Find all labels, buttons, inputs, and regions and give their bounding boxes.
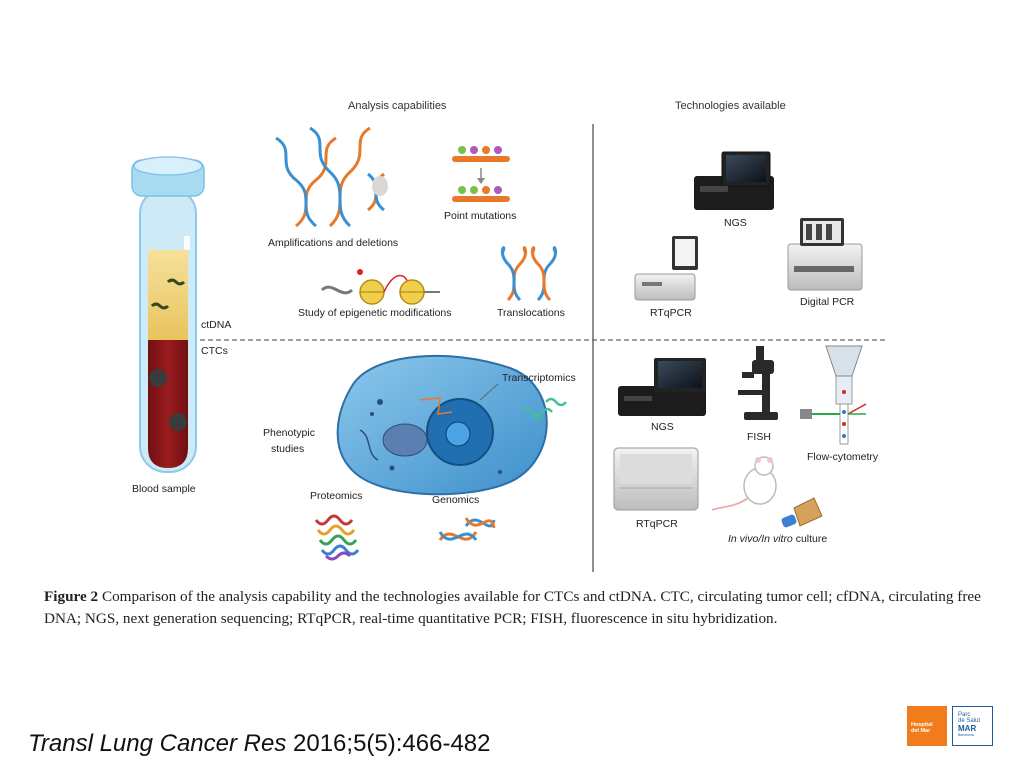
hospital-logo-line2: del Mar [911,728,931,734]
parc-de-salut-mar-logo: Parc de Salut MAR Barcelona [952,706,993,746]
dna-amplification-icon [275,126,388,228]
epigenetic-label: Study of epigenetic modifications [298,307,452,319]
tumor-cell-icon [336,354,548,496]
transcriptomics-label: Transcriptomics [502,372,576,384]
ctdna-label: ctDNA [201,319,232,331]
parc-logo-mar: MAR [958,723,977,733]
parc-logo-city: Barcelona [958,732,974,737]
translocations-label: Translocations [497,307,565,319]
rna-icon [521,397,567,421]
figure-label: Figure 2 [44,588,99,605]
dna-genomics-icon [438,517,496,541]
studies-label: studies [271,443,305,455]
culture-label: In vivo/In vitro culture [728,533,827,545]
citation: Transl Lung Cancer Res 2016;5(5):466-482 [28,730,491,758]
protein-icon [314,514,360,561]
point-mutation-icon [452,146,510,202]
caption-text: Comparison of the analysis capability an… [44,588,981,627]
parc-logo-line2: de Salut [958,718,981,725]
amplifications-label: Amplifications and deletions [268,237,399,249]
flow-cytometry-label: Flow-cytometry [807,451,879,463]
digital-pcr-label: Digital PCR [800,296,855,308]
hospital-logo-line1: Hospital [911,722,933,728]
rtqpcr-machine-bottom-icon [613,447,699,511]
rtqpcr-machine-icon [634,236,698,301]
parc-logo-line1: Parc [958,712,971,718]
fish-microscope-icon [738,346,778,420]
translocation-icon [500,246,558,302]
point-mutations-label: Point mutations [444,210,517,222]
blood-sample-label: Blood sample [132,483,196,495]
rtqpcr-label: RTqPCR [650,307,692,319]
ngs-machine-bottom-icon [618,358,706,416]
epigenetic-icon [320,269,440,305]
proteomics-label: Proteomics [310,490,363,502]
blood-tube-icon [131,156,205,473]
ngs-bottom-label: NGS [651,421,674,433]
culture-label-italic: In vivo/In vitro [728,533,793,545]
ngs-machine-icon [694,151,774,210]
ctcs-label: CTCs [201,345,228,357]
ngs-label: NGS [724,217,747,229]
fish-label: FISH [747,431,771,443]
header-analysis-capabilities: Analysis capabilities [348,100,447,112]
rtqpcr-bottom-label: RTqPCR [636,518,678,530]
header-technologies-available: Technologies available [675,100,786,112]
citation-ref: 2016;5(5):466-482 [286,730,491,757]
genomics-label: Genomics [432,494,480,506]
culture-flask-icon [781,497,823,528]
diagram-artwork [131,124,886,572]
phenotypic-label: Phenotypic [263,427,315,439]
hospital-del-mar-logo: Hospital del Mar [907,706,947,746]
flow-cytometry-icon [800,345,867,445]
culture-label-rest: culture [792,533,828,545]
mouse-icon [711,456,777,511]
digital-pcr-machine-icon [787,218,863,291]
figure-caption: Figure 2 Comparison of the analysis capa… [44,586,984,630]
citation-journal: Transl Lung Cancer Res [28,730,287,757]
